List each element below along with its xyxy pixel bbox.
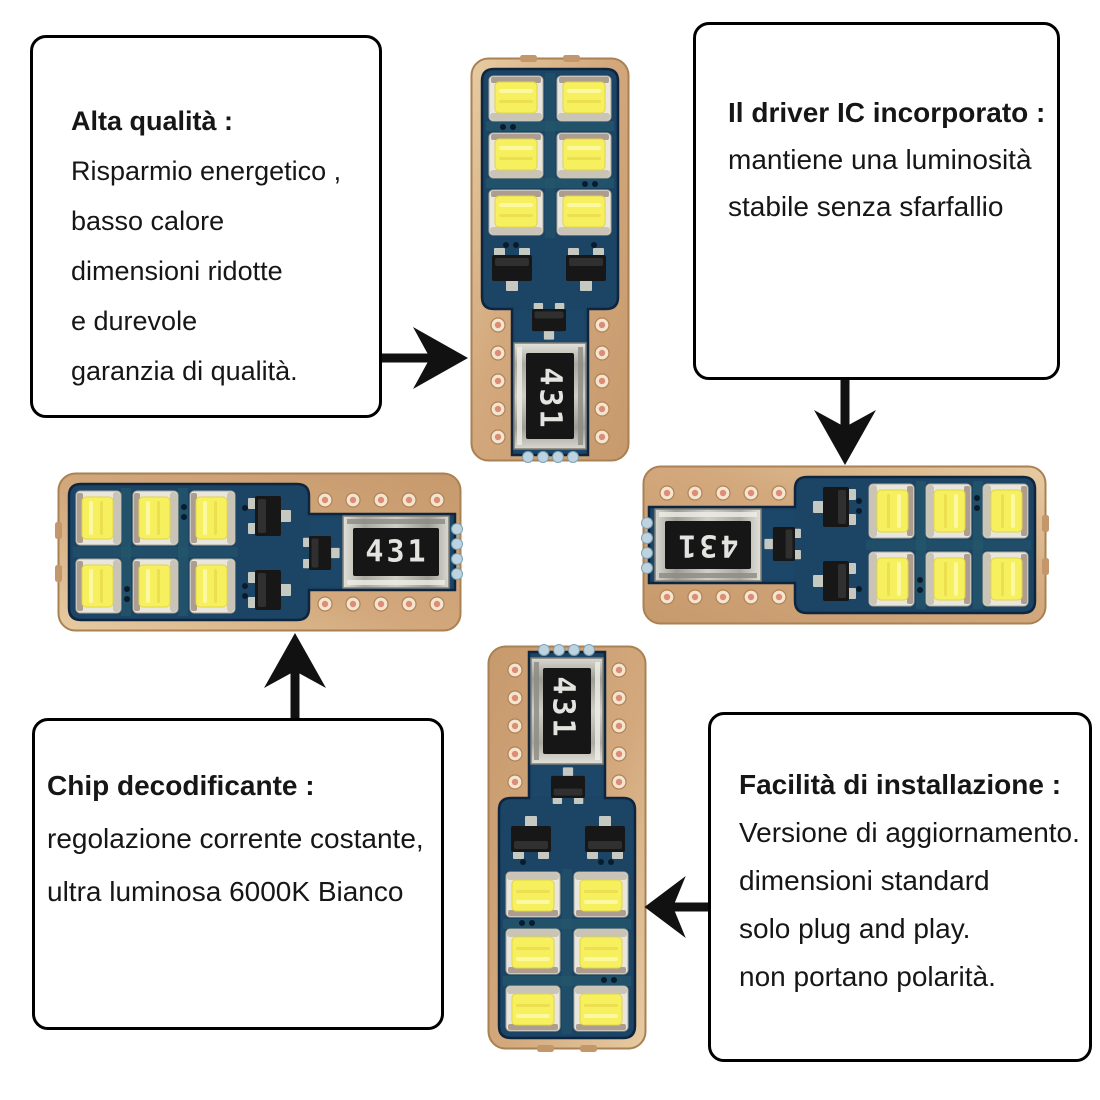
callout-line: mantiene una luminosità bbox=[728, 144, 1032, 175]
callout-line: non portano polarità. bbox=[739, 961, 996, 992]
arrow-left-icon bbox=[644, 876, 711, 938]
callout-line: Versione di aggiornamento. bbox=[739, 817, 1080, 848]
callout-line: Risparmio energetico , bbox=[71, 156, 342, 186]
arrow-down-icon bbox=[814, 377, 876, 465]
callout-title: Facilità di installazione : bbox=[739, 769, 1062, 800]
callout-line: e durevole bbox=[71, 306, 198, 336]
arrow-up-icon bbox=[264, 633, 326, 721]
callout-driver-ic: Il driver IC incorporato : mantiene una … bbox=[693, 22, 1060, 380]
callout-line: basso calore bbox=[71, 206, 225, 236]
callout-line: ultra luminosa 6000K Bianco bbox=[47, 876, 404, 907]
resistor-label-top: 431 bbox=[533, 367, 568, 430]
callout-chip-decodificante: Chip decodificante : regolazione corrent… bbox=[32, 718, 444, 1030]
resistor-label-bottom: 431 bbox=[546, 676, 581, 739]
callout-title: Alta qualità : bbox=[71, 106, 234, 136]
callout-line: dimensioni ridotte bbox=[71, 256, 283, 286]
resistor-label-left: 431 bbox=[365, 535, 428, 570]
callout-title: Il driver IC incorporato : bbox=[728, 97, 1046, 128]
resistor-label-right: 431 bbox=[675, 528, 738, 563]
callout-line: garanzia di qualità. bbox=[71, 356, 298, 386]
callout-line: solo plug and play. bbox=[739, 913, 971, 944]
callout-line: dimensioni standard bbox=[739, 865, 990, 896]
callout-line: regolazione corrente costante, bbox=[47, 823, 424, 854]
callout-alta-qualita: Alta qualità : Risparmio energetico , ba… bbox=[30, 35, 382, 418]
callout-title: Chip decodificante : bbox=[47, 770, 315, 801]
arrow-right-icon bbox=[380, 327, 468, 389]
callout-line: stabile senza sfarfallio bbox=[728, 191, 1004, 222]
callout-facilita-installazione: Facilità di installazione : Versione di … bbox=[708, 712, 1092, 1062]
